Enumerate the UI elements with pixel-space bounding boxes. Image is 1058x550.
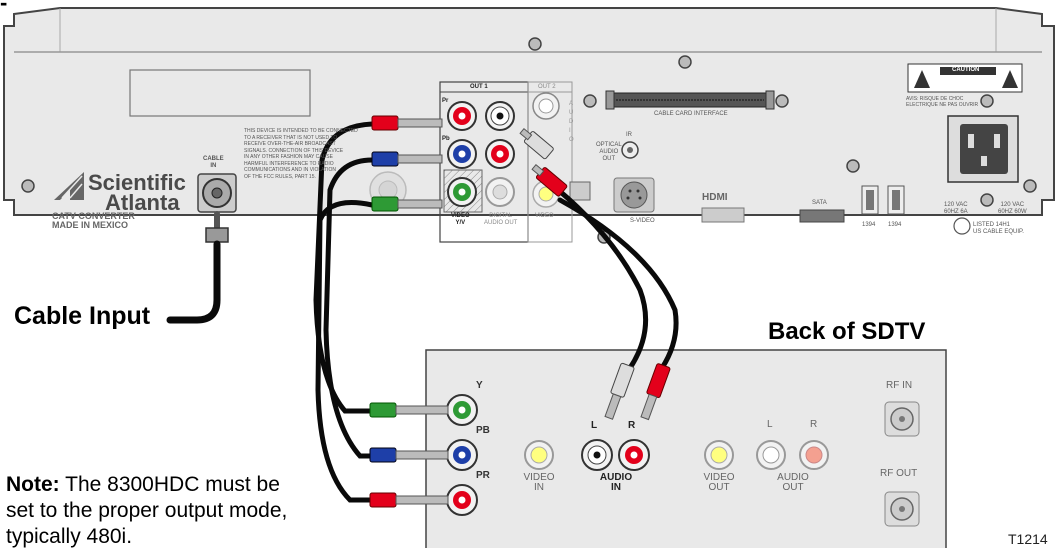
stb-jack-audio-l: [485, 101, 515, 131]
tv-audio-out-l-label: L: [767, 419, 773, 430]
tv-rf-in-label: RF IN: [886, 380, 913, 391]
stb-video-label: VIDEO: [535, 213, 554, 219]
brand-subtitle-line1: CATV CONVERTER: [52, 211, 135, 221]
cablecard-label: CABLE CARD INTERFACE: [654, 111, 728, 117]
tv-jack-y: [446, 394, 478, 426]
note-text: Note: The 8300HDC must be set to the pro…: [6, 472, 287, 550]
tv-jack-audio-out-l: [756, 440, 786, 470]
brand-subtitle: CATV CONVERTER MADE IN MEXICO: [52, 212, 135, 230]
tv-jack-audio-in-r: [618, 439, 650, 471]
tv-jack-video-in: [524, 440, 554, 470]
cables: [166, 121, 679, 503]
optical-port: [569, 181, 591, 201]
out2-label: OUT 2: [538, 84, 556, 90]
out1-label: OUT 1: [470, 84, 488, 90]
note-line3: typically 480i.: [6, 525, 133, 548]
stb-digital-audio-label: DIGITAL AUDIO OUT: [484, 213, 518, 226]
component-cable-green: [315, 200, 375, 503]
avis-text: AVIS: RISQUE DE CHOC ELECTRIQUE NE PAS O…: [906, 96, 979, 108]
tv-video-in-label: VIDEO IN: [523, 472, 555, 493]
stb-video-yv-label: VIDEO Y/V: [451, 213, 470, 226]
stb-jack-pb: [447, 139, 477, 169]
stb-jack-audio-r: [485, 139, 515, 169]
sata-label: SATA: [812, 200, 827, 206]
optical-audio-label: OPTICAL AUDIO OUT: [596, 142, 622, 162]
stb-plugs: [371, 115, 568, 212]
hdmi-label: HDMI: [702, 192, 728, 203]
stb-jack-y: [447, 177, 477, 207]
tv-jack-audio-out-r: [799, 440, 829, 470]
tv-pr-label: PR: [476, 470, 490, 481]
svideo-label: S-VIDEO: [630, 218, 655, 224]
s-video-port: [613, 177, 655, 213]
ul-listed-text: LISTED 14H1 US CABLE EQUIP.: [973, 222, 1024, 235]
stb-jack-digital-audio: [485, 177, 515, 207]
cable-in-label: CABLE IN: [203, 156, 224, 169]
cablecard-slot: [605, 90, 775, 110]
audio-cable-right: [557, 197, 679, 371]
brand-name-line2: Atlanta: [105, 190, 180, 215]
tv-jack-video-out: [704, 440, 734, 470]
label-recess: [129, 69, 311, 117]
tv-audio-in-label: AUDIO IN: [599, 472, 633, 493]
hdmi-port: HDMI: [701, 192, 745, 223]
tv-audio-in-l-label: L: [591, 420, 598, 431]
fcc-warning-text: THIS DEVICE IS INTENDED TO BE CONNECTED …: [244, 128, 358, 180]
cable-in-port: [197, 173, 237, 213]
caution-text: CAUTION: [952, 67, 980, 73]
note-bold: Note:: [6, 473, 60, 496]
stb-jack-out2-l: [532, 92, 560, 120]
tv-audio-out-r-label: R: [810, 419, 818, 430]
sata-port: [799, 209, 845, 223]
component-cable-blue: [323, 157, 375, 459]
stb-pb-label: Pb: [442, 136, 450, 142]
tv-plugs: [369, 362, 671, 508]
top-heading-fragment: -: [0, 0, 8, 15]
ul-mark: [953, 217, 971, 235]
tv-jack-pr: [446, 484, 478, 516]
power-rating-2: 120 VAC 60HZ 60W: [998, 202, 1027, 215]
tv-video-out-label: VIDEO OUT: [703, 472, 735, 493]
ir-label: IR: [626, 132, 632, 138]
p1394a-label: 1394: [862, 222, 876, 228]
tv-jack-pb: [446, 439, 478, 471]
brand-name-line1: Scientific: [88, 170, 186, 195]
brand-subtitle-line2: MADE IN MEXICO: [52, 220, 129, 230]
p1394b-label: 1394: [888, 222, 902, 228]
tv-y-label: Y: [476, 380, 483, 391]
tv-rf-out-label: RF OUT: [880, 468, 918, 479]
power-inlet: [947, 115, 1019, 183]
ieee1394-ports: [861, 185, 905, 215]
sdtv-panel: [425, 349, 947, 548]
coax-cable: [166, 240, 221, 324]
power-rating-1: 120 VAC 60HZ 6A: [944, 202, 968, 215]
note-line1: The 8300HDC must be: [59, 473, 280, 496]
tv-rf-in-port: [884, 401, 920, 437]
caution-label: [907, 63, 1023, 93]
tv-audio-out-label: AUDIO OUT: [777, 472, 809, 493]
panel-screws: [21, 37, 1037, 244]
stb-pr-label: Pr: [442, 98, 449, 104]
tv-pb-label: PB: [476, 425, 490, 436]
out2-block: [527, 81, 573, 243]
tv-rf-out-port: [884, 491, 920, 527]
cable-input-label: Cable Input: [14, 302, 151, 330]
set-top-box-panel: HDMI: [3, 7, 1055, 244]
scientific-atlanta-logo: [54, 172, 84, 200]
sdtv-title: Back of SDTV: [768, 318, 926, 345]
tv-audio-in-r-label: R: [628, 420, 636, 431]
stb-audio-vertical-label: A U D I O: [569, 101, 574, 143]
stb-jack-pr: [447, 101, 477, 131]
tv-jack-audio-in-l: [581, 439, 613, 471]
diagram-id: T1214: [1008, 531, 1048, 547]
note-line2: set to the proper output mode,: [6, 499, 288, 522]
